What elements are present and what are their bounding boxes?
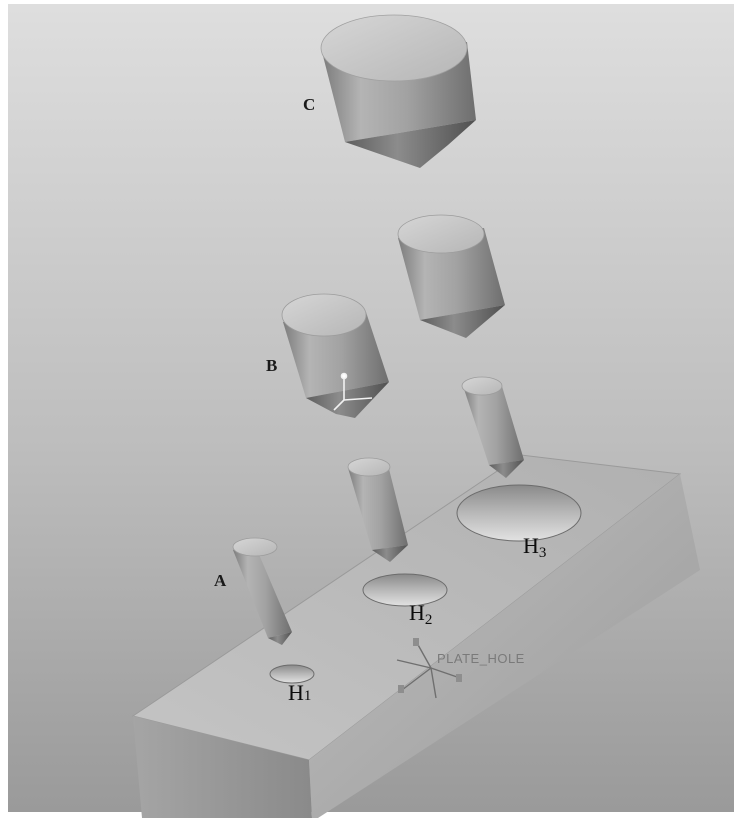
hole-h1[interactable] [269,664,315,684]
pin-a[interactable] [232,537,292,645]
label-hole-h2: H2 [409,600,432,628]
label-hole-h1-letter: H [288,680,304,705]
hole-h3[interactable] [456,484,582,542]
pin-right[interactable] [461,376,524,478]
part-cylinder-right[interactable] [397,214,505,338]
label-hole-h3-index: 3 [539,545,547,561]
plate-hole-csys-icon [396,638,462,699]
part-b[interactable] [281,293,389,418]
label-hole-h3-letter: H [523,533,539,558]
label-hole-h1-index: 1 [304,688,312,704]
plate-hole-block[interactable] [131,454,700,818]
label-hole-h2-index: 2 [425,612,433,628]
plate-side-face [309,474,700,818]
label-hole-h2-letter: H [409,600,425,625]
label-hole-h3: H3 [523,533,546,561]
label-part-a: A [214,571,227,590]
part-b-csys-icon [333,372,373,411]
label-hole-h1: H1 [288,680,311,705]
hole-h2[interactable] [362,573,448,607]
label-part-c: C [303,95,315,114]
label-part-b: B [266,356,277,375]
plate-hole-csys-label: PLATE_HOLE [437,651,525,666]
plate-front-face [133,716,312,818]
part-c[interactable] [320,14,476,168]
pin-middle[interactable] [347,457,408,562]
